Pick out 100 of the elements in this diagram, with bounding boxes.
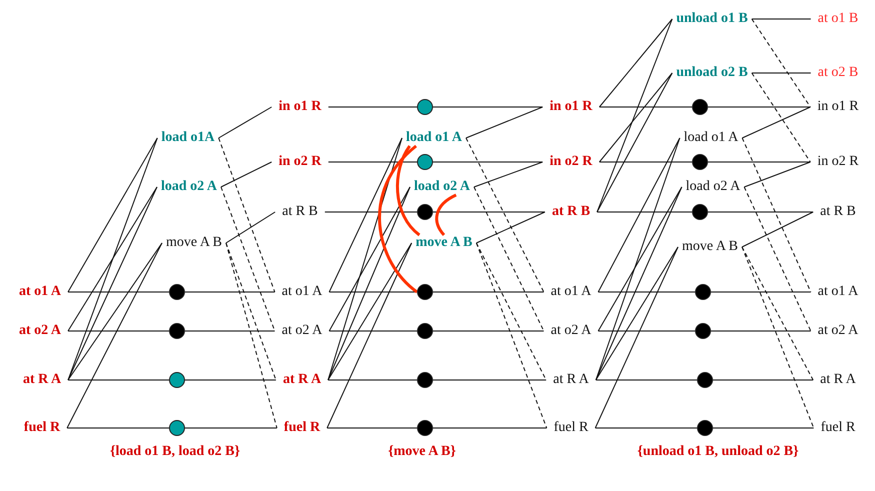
connector-line — [466, 106, 544, 138]
connector-line — [328, 242, 412, 380]
proposition-name: at R A — [16, 372, 68, 388]
mutex-curve — [396, 145, 420, 236]
no-op-dot — [417, 204, 433, 220]
connector-line — [328, 138, 402, 380]
connector-line — [598, 138, 680, 292]
dashed-line — [466, 138, 544, 292]
proposition-name: in o1 R — [810, 99, 866, 115]
connector-line — [68, 330, 170, 332]
proposition-name: in o2 R — [810, 154, 866, 170]
proposition-name: at R B — [544, 204, 598, 220]
dashed-line — [476, 242, 547, 380]
proposition-name: fuel R — [276, 420, 328, 436]
proposition-name: at R A — [813, 372, 863, 388]
no-op-dot — [695, 284, 711, 300]
proposition-name: at R B — [275, 204, 325, 220]
step-caption: {unload o1 B, unload o2 B} — [637, 444, 799, 460]
action-name: unload o1 B — [672, 11, 752, 27]
action-name: move A B — [412, 235, 476, 251]
action-name: load o1A — [157, 130, 219, 146]
dashed-line — [742, 246, 814, 380]
no-op-dot — [417, 372, 433, 388]
step-caption: {move A B} — [388, 444, 456, 460]
dashed-line — [218, 138, 276, 292]
no-op-dot — [417, 154, 433, 170]
dashed-line — [751, 18, 811, 108]
proposition-name: fuel R — [16, 420, 68, 436]
connector-line — [476, 212, 546, 244]
proposition-name: in o1 R — [272, 99, 328, 115]
no-op-dot — [695, 323, 711, 339]
connector-line — [598, 18, 673, 108]
no-op-dot — [417, 420, 433, 436]
no-op-dot — [169, 372, 185, 388]
dashed-line — [476, 242, 548, 428]
proposition-name: at o1 A — [274, 284, 330, 300]
proposition-name: fuel R — [546, 420, 596, 436]
no-op-dot — [169, 420, 185, 436]
proposition-name: at o1 A — [810, 284, 866, 300]
connector-line — [751, 72, 812, 74]
connector-line — [598, 186, 682, 332]
no-op-dot — [692, 204, 708, 220]
connector-line — [328, 330, 418, 332]
proposition-name: at R B — [813, 204, 863, 220]
proposition-name: at R A — [546, 372, 596, 388]
proposition-name: at o1 A — [544, 284, 598, 300]
dashed-line — [742, 246, 814, 428]
connector-line — [742, 212, 814, 248]
connector-line — [328, 186, 410, 332]
dashed-line — [744, 186, 812, 332]
connector-line — [598, 330, 696, 332]
connector-line — [595, 246, 678, 380]
connector-line — [328, 106, 418, 108]
proposition-name: at o2 A — [274, 323, 330, 339]
proposition-name: at o2 A — [544, 323, 598, 339]
proposition-name: fuel R — [814, 420, 862, 436]
connector-line — [594, 246, 678, 428]
proposition-name: at o2 B — [810, 65, 866, 81]
connector-line — [596, 72, 673, 212]
proposition-name: in o2 R — [272, 154, 328, 170]
mutex-curve — [378, 144, 418, 294]
connector-line — [68, 138, 158, 292]
connector-line — [595, 138, 680, 380]
no-op-dot — [417, 323, 433, 339]
connector-line — [710, 330, 812, 332]
connector-line — [68, 186, 158, 332]
no-op-dot — [692, 154, 708, 170]
no-op-dot — [169, 323, 185, 339]
connector-line — [708, 106, 811, 108]
dashed-line — [751, 72, 811, 162]
connector-line — [432, 106, 544, 108]
connector-line — [474, 162, 544, 188]
no-op-dot — [692, 99, 708, 115]
connector-line — [68, 138, 158, 380]
connector-line — [596, 18, 673, 212]
action-name: load o2 A — [682, 179, 744, 195]
step-caption: {load o1 B, load o2 B} — [110, 444, 240, 460]
connector-line — [184, 330, 276, 332]
connector-line — [68, 186, 158, 380]
proposition-name: at o2 A — [810, 323, 866, 339]
no-op-dot — [417, 284, 433, 300]
connector-line — [326, 242, 412, 428]
connector-line — [328, 138, 402, 292]
no-op-dot — [697, 372, 713, 388]
mutex-curve — [435, 194, 457, 236]
proposition-name: at o2 A — [12, 323, 68, 339]
proposition-name: at o1 B — [810, 11, 866, 27]
connector-line — [598, 106, 692, 108]
connector-line — [226, 212, 276, 244]
action-name: load o2 A — [410, 179, 474, 195]
action-name: load o2 A — [157, 179, 221, 195]
action-name: move A B — [678, 239, 742, 255]
dashed-line — [226, 242, 278, 428]
no-op-dot — [417, 99, 433, 115]
dashed-line — [474, 186, 544, 332]
no-op-dot — [697, 420, 713, 436]
connector-line — [432, 330, 544, 332]
connector-line — [598, 72, 673, 162]
action-name: move A B — [162, 235, 226, 251]
connector-line — [66, 242, 162, 428]
